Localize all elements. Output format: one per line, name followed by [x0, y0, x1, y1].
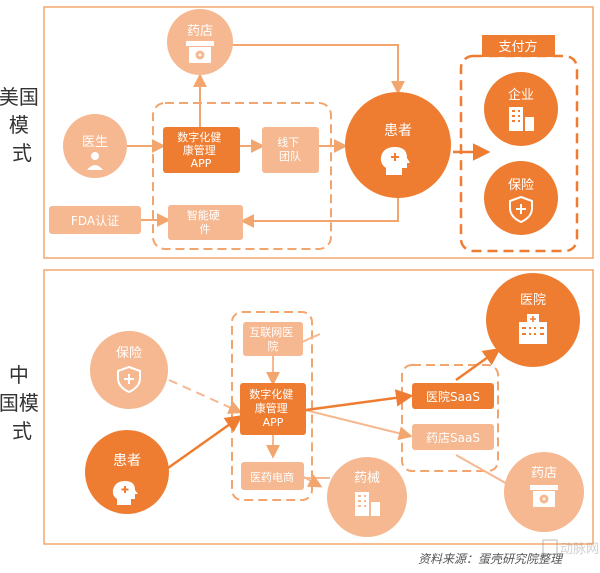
patient-head-icon: [112, 481, 138, 505]
cn-hospital-saas-node: 医院SaaS: [412, 383, 494, 409]
svg-text:支付方: 支付方: [498, 39, 537, 55]
office-building-icon: [355, 492, 380, 516]
us-smart-hardware-node: 智能硬 件: [168, 205, 243, 240]
svg-text:药械: 药械: [354, 471, 380, 486]
svg-text:数字化健 康管理 APP: 数字化健 康管理 APP: [249, 387, 297, 429]
svg-text:互联网医 院: 互联网医 院: [249, 326, 297, 353]
svg-text:医院: 医院: [520, 293, 546, 308]
hospital-building-icon: [519, 314, 547, 344]
cn-patient-node: 患者: [85, 430, 169, 514]
us-connectors: [127, 44, 405, 228]
us-enterprise-node: 企业: [484, 72, 558, 146]
us-insurance-node: 保险: [484, 161, 558, 235]
us-app-node: 数字化健 康管理 APP: [163, 127, 240, 173]
svg-text:患者: 患者: [113, 453, 141, 469]
cn-pharmacy-node: 药店: [504, 452, 584, 532]
svg-text:药店: 药店: [187, 24, 213, 39]
cn-app-node: 数字化健 康管理 APP: [240, 383, 306, 435]
cn-dark-connectors: [167, 347, 501, 470]
source-caption: 资料来源：蛋壳研究院整理: [418, 552, 564, 566]
svg-text:医院SaaS: 医院SaaS: [426, 390, 480, 404]
cn-insurance-node: 保险: [90, 331, 168, 409]
cn-model-frame: [43, 269, 594, 545]
svg-text:药店SaaS: 药店SaaS: [426, 431, 480, 445]
patient-head-icon: [380, 147, 410, 175]
us-offline-team-node: 线下 团队: [262, 127, 319, 173]
svg-text:数字化健 康管理 APP: 数字化健 康管理 APP: [177, 130, 225, 170]
us-payer-title: 支付方: [482, 35, 555, 57]
cn-saas-group: [401, 364, 499, 472]
shield-icon: [509, 195, 533, 224]
us-pharmacy-node: 药店: [167, 9, 233, 75]
us-fda-node: FDA认证: [49, 206, 141, 234]
cn-pharmacy-saas-node: 药店SaaS: [412, 424, 494, 450]
cn-platform-group: [231, 311, 313, 501]
cn-model-title: 中 国模 式: [0, 363, 45, 443]
svg-text:患者: 患者: [384, 123, 412, 139]
svg-text:线下 团队: 线下 团队: [277, 135, 303, 163]
us-platform-group: [152, 102, 332, 250]
cn-internet-hospital-node: 互联网医 院: [243, 322, 303, 356]
svg-text:动脉网: 动脉网: [560, 542, 599, 557]
cn-hospital-node: 医院: [486, 273, 580, 367]
pharmacy-store-icon: [530, 485, 558, 507]
svg-text:医药电商: 医药电商: [250, 470, 294, 484]
pharmacy-store-icon: [186, 41, 214, 63]
us-doctor-node: 医生: [63, 114, 127, 178]
us-patient-node: 患者: [345, 92, 451, 198]
svg-text:医生: 医生: [82, 135, 108, 150]
us-model-frame: [43, 6, 594, 259]
shield-icon: [117, 365, 141, 394]
us-model-title: 美国 模 式: [0, 85, 45, 165]
svg-text:FDA认证: FDA认证: [71, 214, 119, 228]
svg-text:保险: 保险: [116, 346, 142, 361]
svg-text:智能硬 件: 智能硬 件: [187, 208, 224, 236]
doctor-icon: [87, 152, 103, 170]
cn-side-ticks: [301, 333, 320, 486]
svg-text:企业: 企业: [508, 87, 534, 103]
cn-devices-node: 药械: [327, 457, 407, 537]
svg-text:保险: 保险: [508, 178, 534, 193]
office-building-icon: [509, 107, 534, 131]
us-payer-group: [459, 54, 579, 253]
watermark: 动脉网: [542, 539, 599, 557]
svg-text:药店: 药店: [531, 466, 557, 481]
cn-pharma-ecommerce-node: 医药电商: [241, 462, 304, 490]
